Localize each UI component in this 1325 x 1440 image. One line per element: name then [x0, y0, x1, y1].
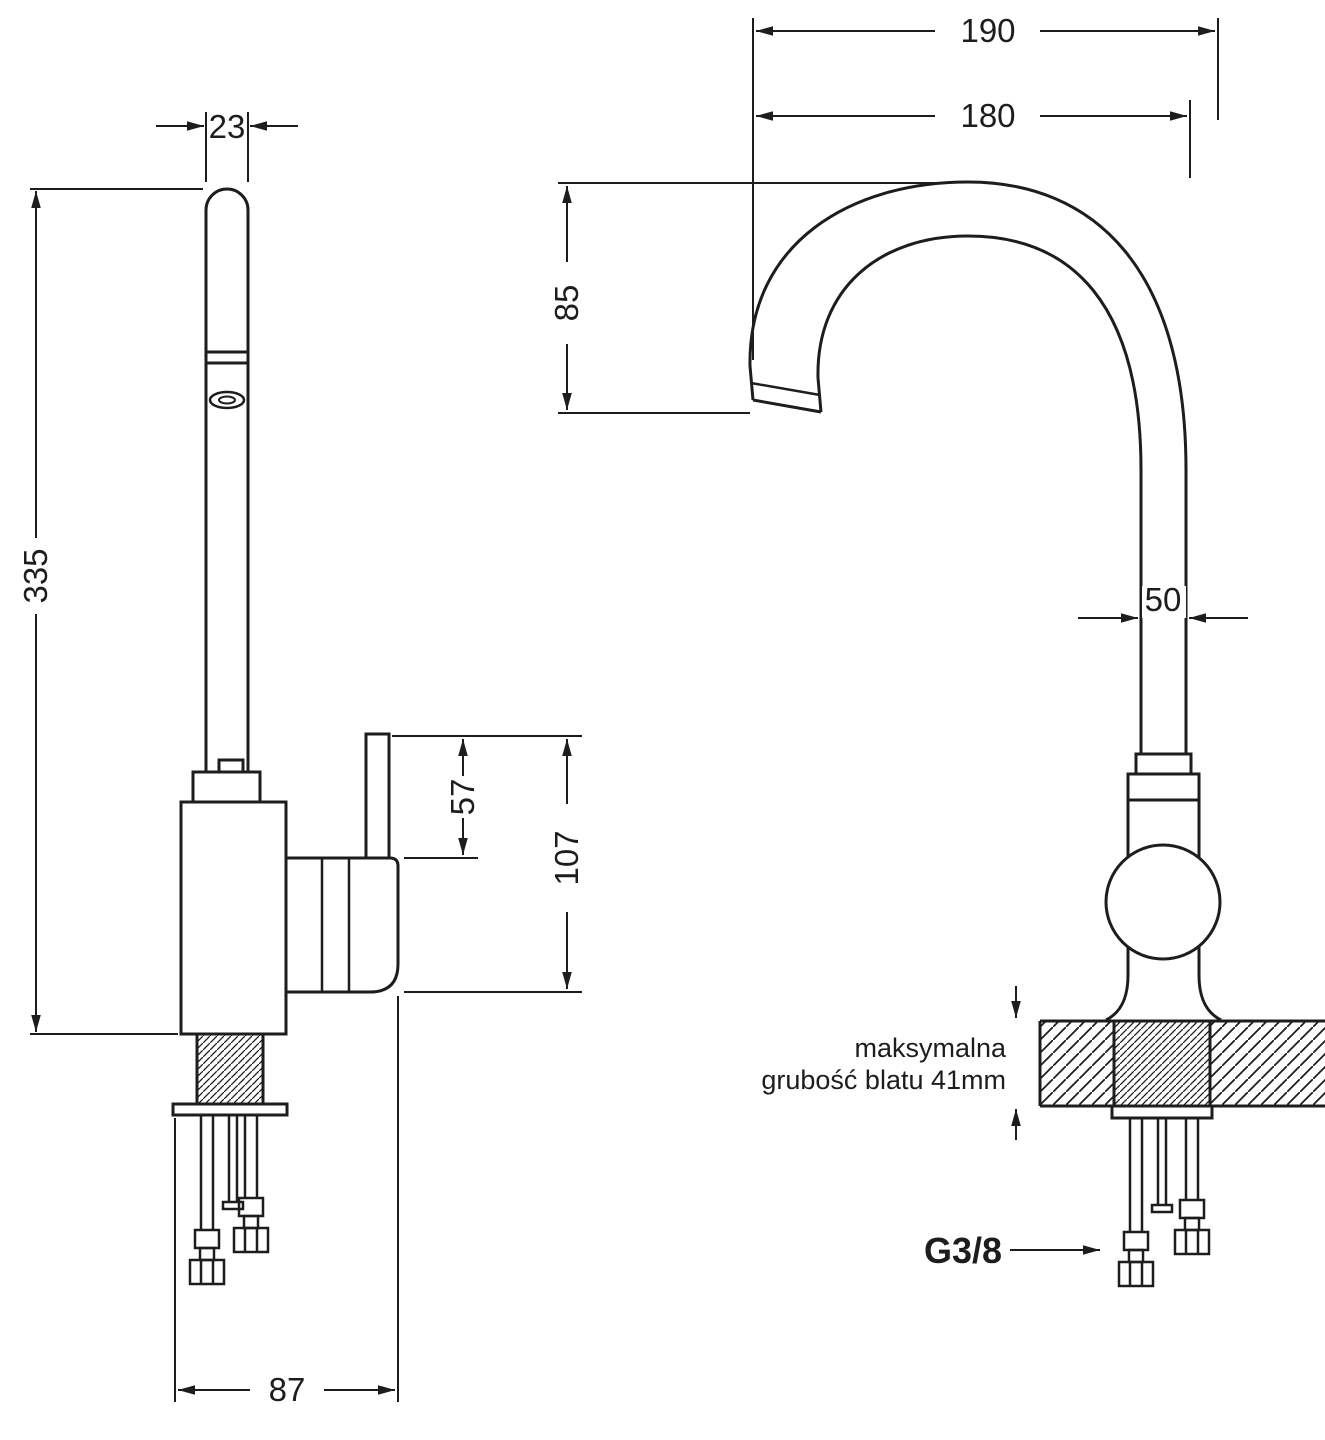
front-view-faucet — [748, 180, 1222, 1022]
handle-housing — [284, 856, 400, 994]
handle-lever — [364, 732, 391, 860]
body-front-left — [1105, 800, 1130, 1022]
handle-knob — [1104, 843, 1222, 961]
hose-neck — [198, 1246, 216, 1262]
threaded-shank-side — [195, 1032, 265, 1106]
spout-inner-curve — [816, 234, 1143, 754]
collar-front-upper — [1134, 752, 1193, 776]
hose-nut — [188, 1258, 226, 1286]
side-view-dimensions — [30, 112, 582, 1402]
threaded-shank-front — [1112, 1019, 1212, 1108]
dim-label-handle-height: 57 — [444, 779, 481, 816]
dim-label-spout-clearance: 85 — [548, 285, 585, 322]
hose-nut — [1117, 1260, 1155, 1288]
mounting-flange-side — [171, 1102, 289, 1117]
thread-size-label: G3/8 — [924, 1230, 1002, 1271]
hose-connector — [1122, 1230, 1150, 1252]
collar-front-lower — [1126, 772, 1201, 802]
locknut-front — [1110, 1104, 1214, 1120]
stud-foot — [221, 1200, 245, 1211]
dim-label-spout-reach: 180 — [960, 97, 1015, 134]
hose-neck — [1183, 1216, 1201, 1232]
hose-connector — [193, 1228, 221, 1250]
dim-label-spout-diameter: 23 — [209, 108, 246, 145]
counter-thickness-note-line1: maksymalna — [854, 1033, 1007, 1063]
mounting-hardware-front — [1117, 1118, 1211, 1288]
countertop-hatch-right — [1210, 1021, 1325, 1106]
dim-label-mask — [1142, 586, 1186, 618]
dim-label-overall-reach: 190 — [960, 12, 1015, 49]
collar-notch — [217, 758, 245, 774]
body-side — [179, 800, 288, 1036]
mounting-hardware-side — [188, 1115, 270, 1286]
counter-thickness-note-line2: grubość blatu 41mm — [761, 1065, 1006, 1095]
dim-label-body-height: 107 — [548, 830, 585, 885]
spout-tip-aerator — [750, 381, 821, 397]
hose-neck — [242, 1214, 260, 1230]
dim-label-total-height: 335 — [17, 548, 54, 603]
hose-neck — [1127, 1248, 1145, 1264]
countertop-hatch-left — [1040, 1021, 1114, 1106]
spout-outer-curve — [748, 180, 1188, 754]
aerator-outlet — [208, 390, 246, 410]
cartridge — [320, 856, 351, 994]
body-front-right — [1197, 800, 1222, 1022]
side-view-faucet — [171, 187, 400, 1286]
aerator-outlet-inner — [218, 395, 236, 405]
dim-label-base-depth: 87 — [269, 1371, 306, 1408]
hose-nut — [232, 1226, 270, 1254]
spout-pipe-side — [204, 187, 250, 772]
stud-foot — [1150, 1203, 1174, 1214]
hose-connector — [1178, 1198, 1206, 1220]
collar-side — [191, 770, 262, 804]
dim-label-pipe-width: 50 — [1145, 581, 1182, 618]
front-view-dimensions — [558, 18, 1248, 1255]
hose-nut — [1173, 1228, 1211, 1256]
countertop — [1038, 1019, 1325, 1120]
